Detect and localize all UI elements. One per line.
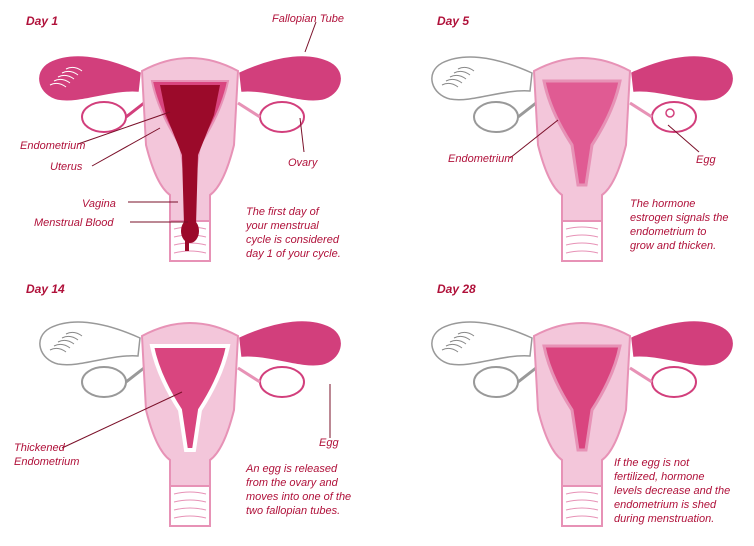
caption-day-1: The first day of your menstrual cycle is… — [246, 205, 341, 261]
right-ovary — [652, 102, 696, 132]
caption-day-28: If the egg is not fertilized, hormone le… — [614, 456, 730, 526]
label-endometrium-day5: Endometrium — [448, 152, 513, 166]
right-ligament — [630, 103, 652, 117]
label-endometrium-day14: Endometrium — [14, 455, 79, 469]
label-ovary: Ovary — [288, 156, 317, 170]
right-ovary — [260, 102, 304, 132]
right-fallopian-tube — [240, 57, 340, 100]
label-vagina: Vagina — [82, 197, 116, 211]
label-fallopian-tube: Fallopian Tube — [272, 12, 344, 26]
left-ligament — [126, 103, 144, 117]
blood-drop — [181, 219, 199, 243]
label-egg-day14: Egg — [319, 436, 339, 450]
right-fallopian-tube — [632, 57, 732, 100]
left-fallopian-tube — [40, 57, 140, 100]
right-fallopian-tube — [632, 322, 732, 365]
right-fallopian-tube — [240, 322, 340, 365]
right-ligament — [630, 368, 652, 382]
label-egg-day5: Egg — [696, 153, 716, 167]
label-endometrium-day1: Endometrium — [20, 139, 85, 153]
label-thickened: Thickened — [14, 441, 65, 455]
day-28-heading: Day 28 — [437, 282, 476, 296]
left-fallopian-tube — [432, 57, 532, 100]
blood-drip — [185, 241, 189, 251]
left-fallopian-tube — [40, 322, 140, 365]
left-ovary — [474, 102, 518, 132]
label-menstrual-blood: Menstrual Blood — [34, 216, 114, 230]
left-ligament — [518, 368, 536, 382]
right-ovary — [652, 367, 696, 397]
right-ovary — [260, 367, 304, 397]
left-ligament — [518, 103, 536, 117]
egg — [666, 109, 674, 117]
day-1-heading: Day 1 — [26, 14, 58, 28]
right-ligament — [238, 103, 260, 117]
caption-day-14: An egg is released from the ovary and mo… — [246, 462, 351, 518]
leader-line — [305, 22, 316, 52]
left-ovary — [474, 367, 518, 397]
left-ovary — [82, 367, 126, 397]
right-ligament — [238, 368, 260, 382]
caption-day-5: The hormone estrogen signals the endomet… — [630, 197, 728, 253]
label-uterus: Uterus — [50, 160, 82, 174]
left-ligament — [126, 368, 144, 382]
left-fallopian-tube — [432, 322, 532, 365]
day-5-heading: Day 5 — [437, 14, 469, 28]
day-14-heading: Day 14 — [26, 282, 65, 296]
left-ovary — [82, 102, 126, 132]
